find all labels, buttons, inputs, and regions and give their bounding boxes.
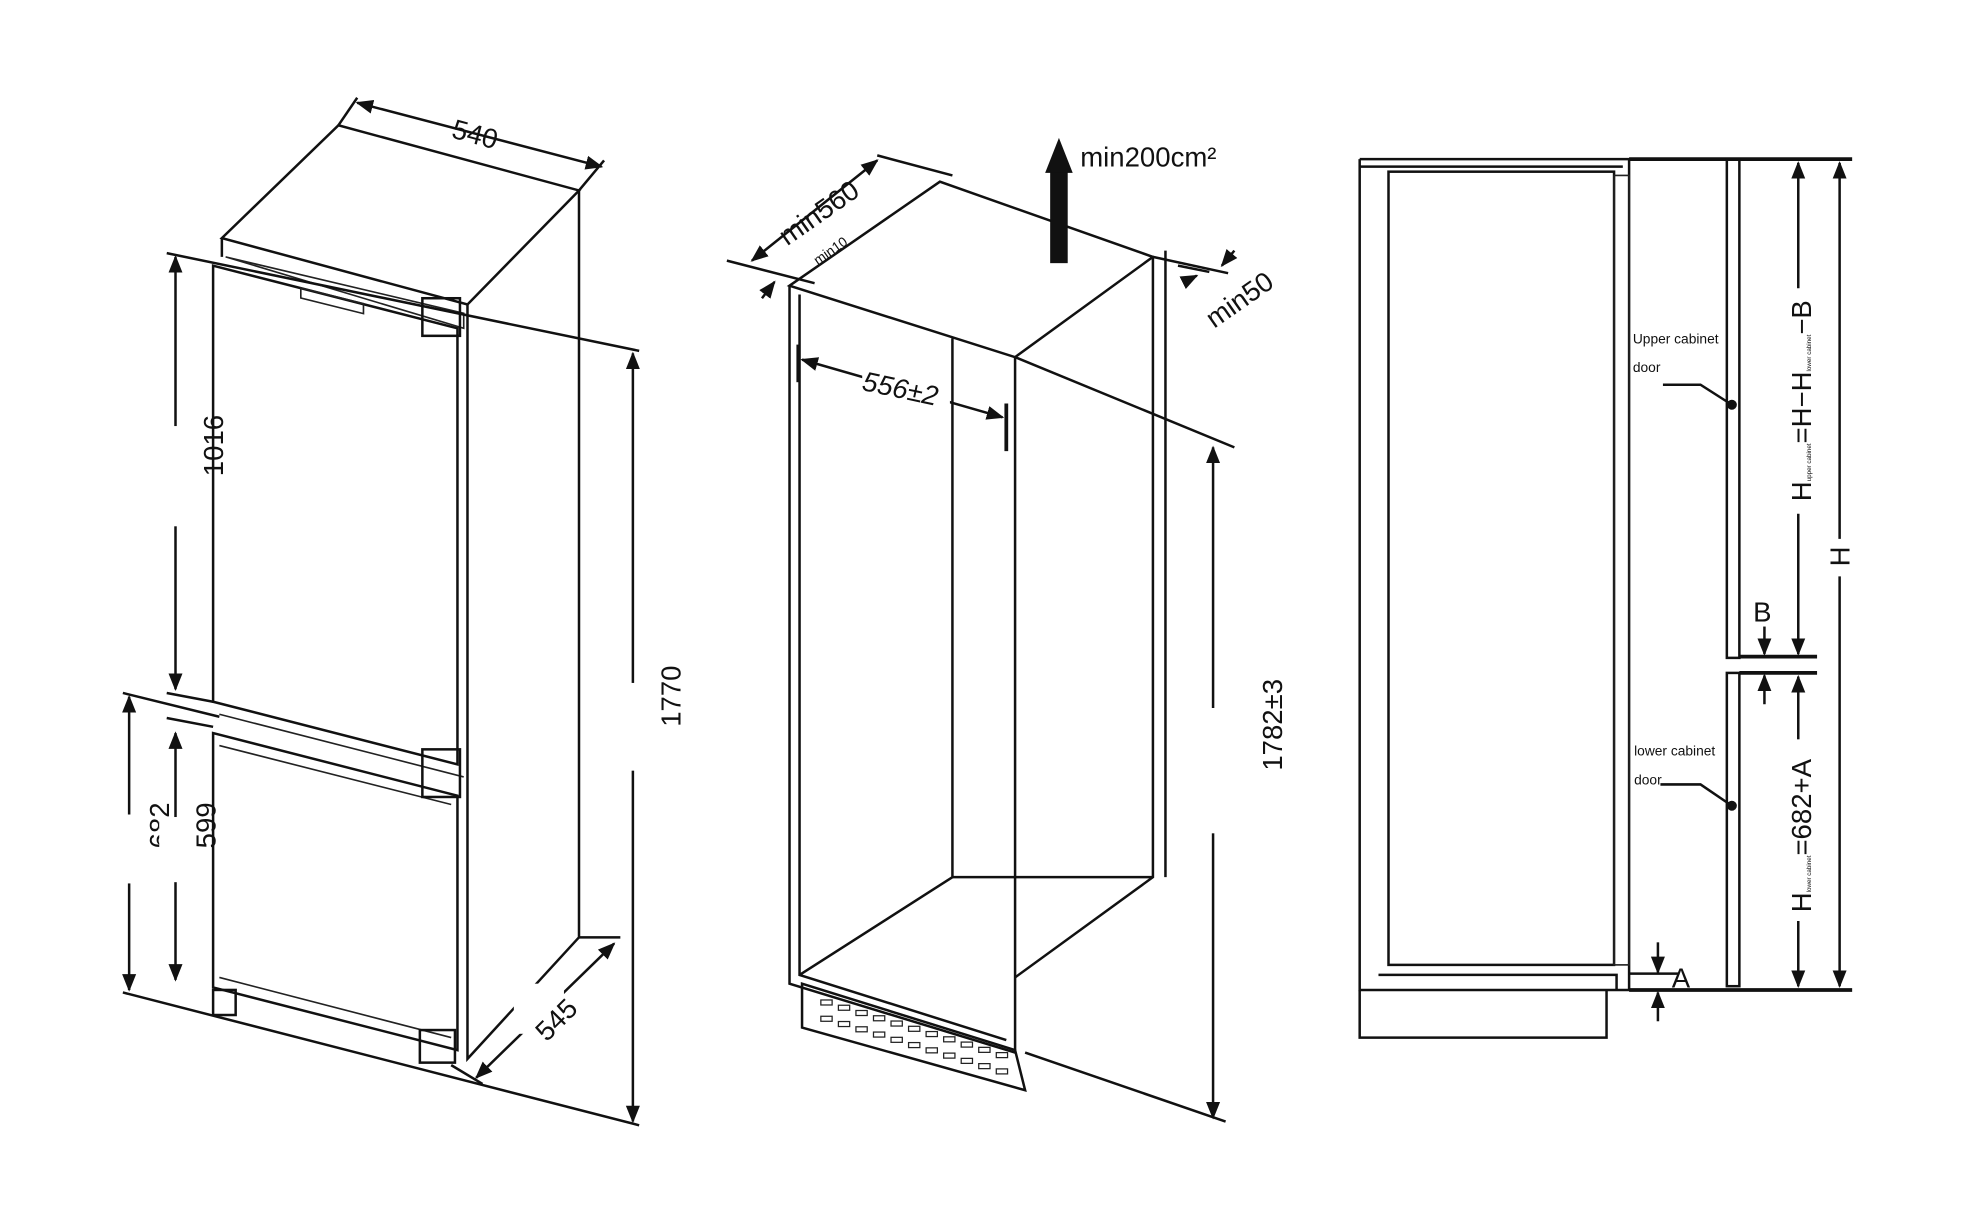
dim-lower-door-599: 599 [191,802,222,848]
ventilation-min200cm2: min200cm² [1080,142,1216,173]
dim-min10: min10 [811,234,851,268]
vent-slot [907,1025,921,1032]
lower-cabinet-door [1725,671,1741,988]
vent-slot [925,1047,939,1054]
gap-a-label: A [1672,962,1691,993]
vent-slot [943,1036,956,1043]
dim-height-1782: 1782±3 [1257,679,1288,771]
lower-door-label-2: door [1634,772,1662,787]
gap-b-label: B [1753,597,1771,628]
dim-min50: min50 [1200,265,1279,333]
upper-cabinet-door [1725,157,1741,660]
total-height-h: H [1825,546,1856,566]
vent-slot [855,1026,868,1033]
vent-slot [925,1030,939,1038]
vent-slot [855,1009,868,1017]
vent-slot [872,1015,886,1022]
vent-slot [960,1041,974,1048]
dim-upper-door-1016: 1016 [198,415,229,476]
upper-cabinet-formula: Hupper cabinet=H−Hlower cabinet−B [1786,300,1817,501]
upper-door-label-2: door [1633,360,1661,375]
vent-slot [890,1020,903,1027]
upper-door-label: Upper cabinet [1633,331,1719,346]
lower-door-label: lower cabinet [1634,744,1715,759]
dim-width-540: 540 [449,113,501,155]
vent-slot [837,1020,851,1028]
vent-slot [907,1041,921,1049]
vent-slot [960,1057,974,1065]
vent-slot [837,1004,851,1011]
vent-slot [995,1051,1009,1059]
vent-slot [995,1068,1009,1075]
lower-door [211,731,459,1052]
side-section-view: Upper cabinet door lower cabinet door Hu… [1358,157,1856,1039]
vent-slot [978,1046,991,1053]
vent-slots [820,999,1009,1075]
upper-door [211,264,459,767]
vent-slot [943,1052,956,1059]
fridge-isometric-view: 540 1016 682 599 1770 545 [112,97,687,1127]
vent-slot [978,1063,991,1070]
vent-slot [820,999,833,1006]
niche-isometric-view: min560 min10 min200cm² min50 556±2 1782±… [726,137,1288,1123]
vent-slot [872,1031,886,1038]
lower-cabinet-formula: Hlower cabinet=682+A [1786,758,1817,912]
vent-slot [820,1015,833,1022]
vent-slot [890,1036,903,1043]
dim-height-1770: 1770 [656,666,687,727]
dim-min560: min560 [773,174,865,251]
plinth-vent [800,981,1027,1092]
